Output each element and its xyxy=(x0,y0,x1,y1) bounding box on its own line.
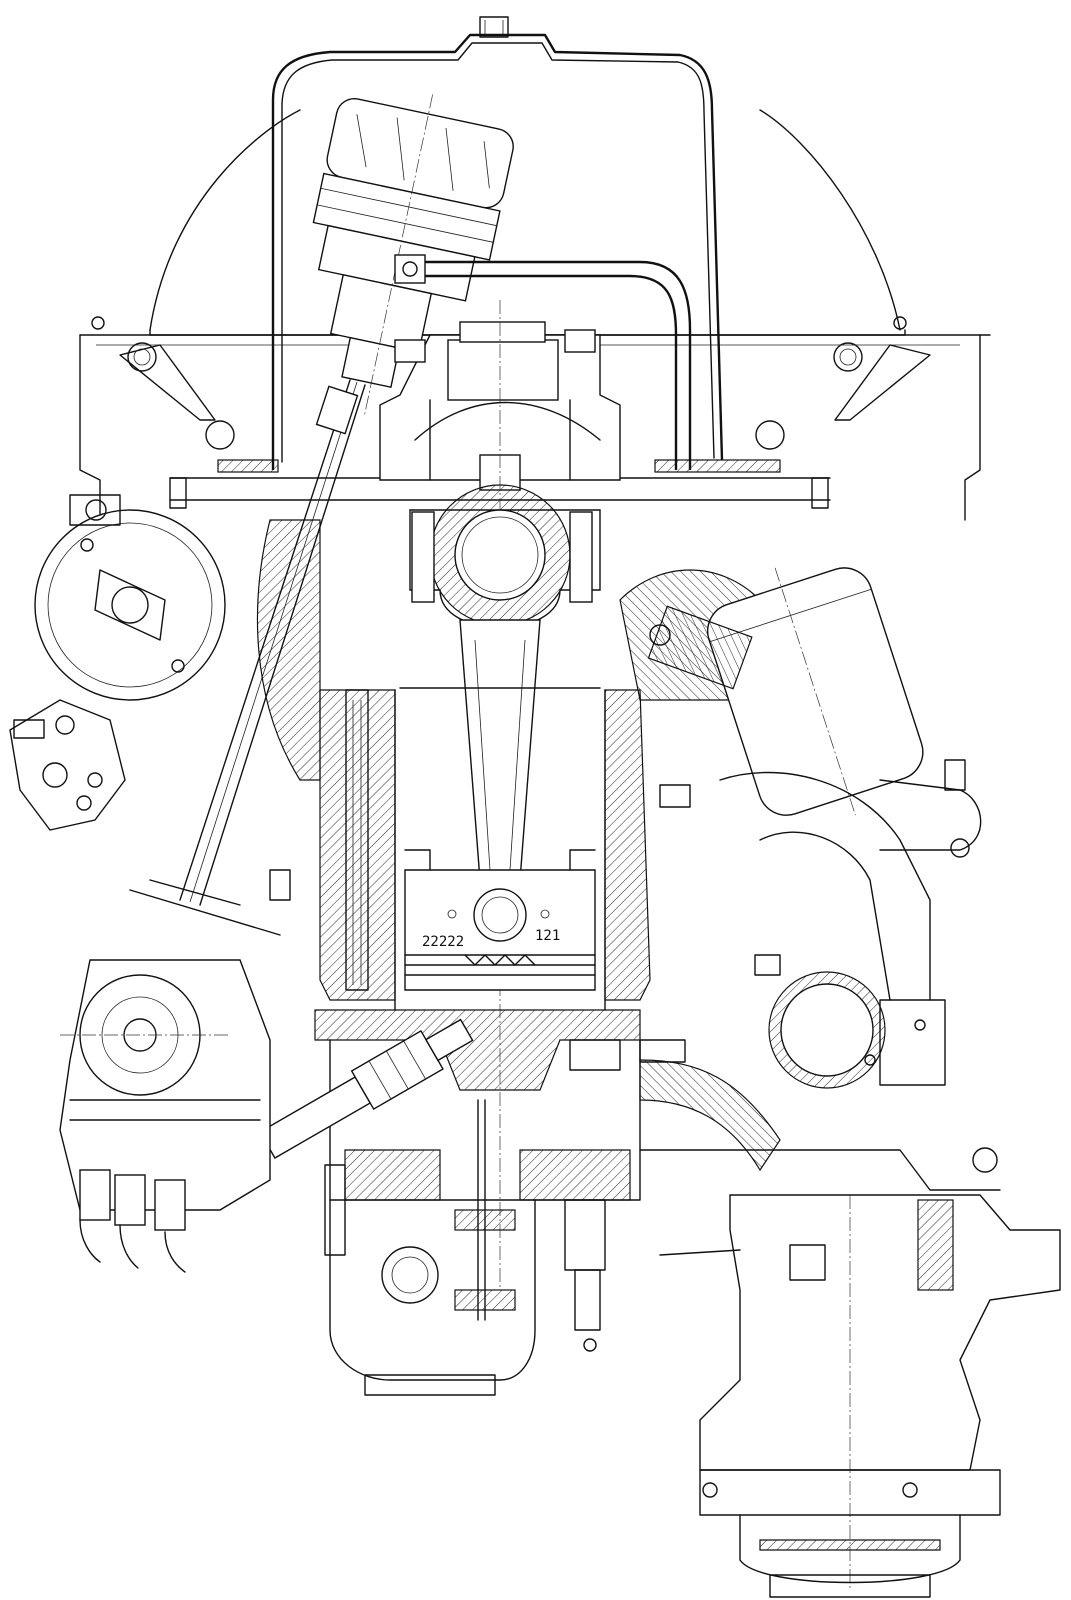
intake-manifold xyxy=(639,759,1001,1191)
connecting-rod xyxy=(459,619,541,881)
oil-feed-pipe xyxy=(394,254,692,470)
ignition-module xyxy=(9,699,126,831)
starter-motor xyxy=(59,879,281,1273)
oil-filter-adapter xyxy=(647,605,753,690)
crankcase-lower xyxy=(314,1009,641,1201)
oil-sump xyxy=(329,1099,536,1396)
connecting-rod-big-end xyxy=(409,484,601,629)
cylinder-head xyxy=(379,300,621,1290)
piston-marking-left: 22222 xyxy=(422,934,464,950)
piston: 22222 121 xyxy=(404,849,596,991)
oil-filter xyxy=(706,567,924,816)
rocker-cover xyxy=(271,16,724,470)
distributor-cap xyxy=(34,494,226,701)
fuel-injector xyxy=(206,1018,474,1181)
piston-marking-right: 121 xyxy=(535,928,560,944)
throttle-body xyxy=(659,1194,1061,1598)
rocker-support-arms xyxy=(119,342,931,450)
fastener-bolts xyxy=(269,784,926,1352)
ignition-coil xyxy=(312,94,514,418)
